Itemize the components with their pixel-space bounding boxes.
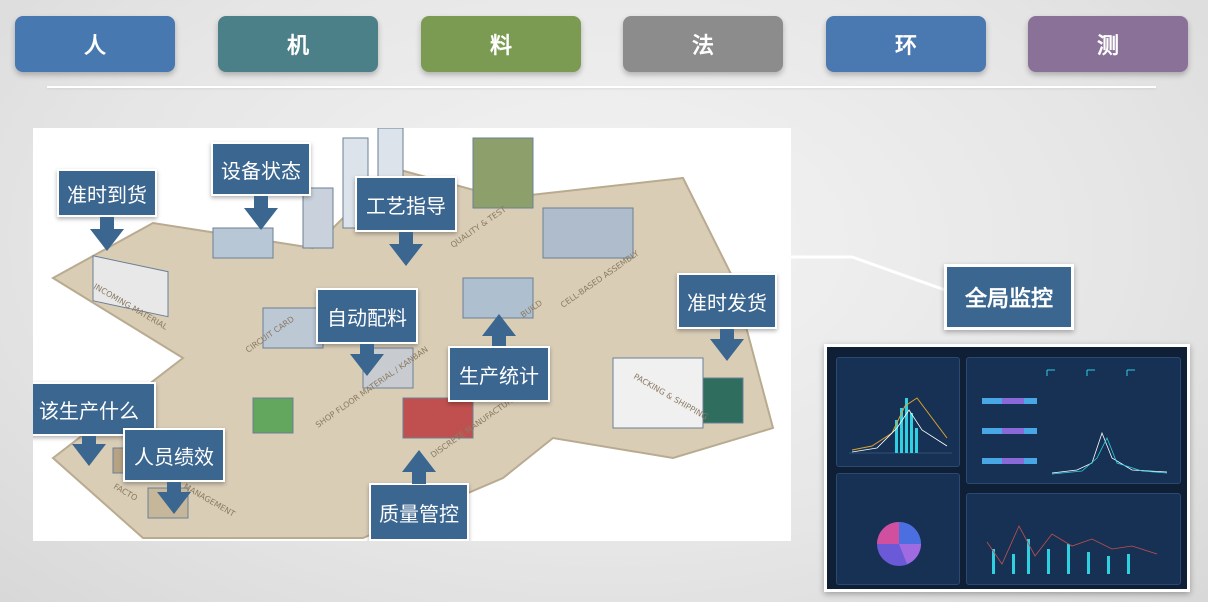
- arrow-up-icon: [402, 450, 436, 472]
- mini-trend-chart: [986, 525, 1158, 574]
- global-monitor-label[interactable]: 全局监控: [944, 264, 1074, 330]
- arrow-down-icon: [244, 208, 278, 230]
- dashboard-panel-line-chart: [836, 357, 960, 467]
- callout-on-time-arrival[interactable]: 准时到货: [57, 169, 157, 217]
- arrow-stem: [82, 436, 96, 444]
- header-divider: [47, 86, 1156, 88]
- arrow-down-icon: [90, 229, 124, 251]
- callout-staff-performance[interactable]: 人员绩效: [123, 428, 225, 482]
- tab-material[interactable]: 料: [421, 16, 581, 72]
- arrow-down-icon: [72, 444, 106, 466]
- dashboard-panel-bars: [966, 357, 1181, 484]
- tab-method[interactable]: 法: [623, 16, 783, 72]
- arrow-stem: [399, 232, 413, 244]
- arrow-down-icon: [350, 354, 384, 376]
- callout-auto-material[interactable]: 自动配料: [316, 288, 418, 344]
- callout-what-to-produce[interactable]: 该生产什么: [33, 382, 156, 436]
- tab-machine[interactable]: 机: [218, 16, 378, 72]
- connector-line: [790, 255, 949, 293]
- mini-pie-chart: [877, 522, 921, 566]
- arrow-stem: [360, 344, 374, 354]
- tab-environment[interactable]: 环: [826, 16, 986, 72]
- dashboard-thumbnail[interactable]: [824, 344, 1190, 592]
- arrow-stem: [412, 472, 426, 484]
- mini-bar-chart: [982, 369, 1168, 475]
- factory-floor-graphic: INCOMING MATERIAL CIRCUIT CARD QUALITY &…: [51, 128, 775, 539]
- arrow-stem: [492, 336, 506, 346]
- arrow-stem: [720, 329, 734, 339]
- callout-quality-control[interactable]: 质量管控: [369, 483, 469, 541]
- callout-production-stats[interactable]: 生产统计: [448, 346, 550, 402]
- arrow-up-icon: [482, 314, 516, 336]
- arrow-stem: [254, 196, 268, 208]
- callout-on-time-shipping[interactable]: 准时发货: [677, 273, 777, 329]
- arrow-stem: [100, 217, 114, 229]
- tab-person[interactable]: 人: [15, 16, 175, 72]
- factory-illustration: INCOMING MATERIAL CIRCUIT CARD QUALITY &…: [33, 128, 791, 541]
- dashboard-panel-trend: [966, 493, 1181, 585]
- callout-equipment-status[interactable]: 设备状态: [211, 142, 311, 196]
- arrow-down-icon: [710, 339, 744, 361]
- tab-measurement[interactable]: 测: [1028, 16, 1188, 72]
- mini-line-chart: [849, 397, 952, 454]
- arrow-down-icon: [389, 244, 423, 266]
- arrow-stem: [167, 482, 181, 492]
- dashboard-panel-pie: [836, 473, 960, 585]
- arrow-down-icon: [157, 492, 191, 514]
- callout-process-guidance[interactable]: 工艺指导: [355, 176, 457, 232]
